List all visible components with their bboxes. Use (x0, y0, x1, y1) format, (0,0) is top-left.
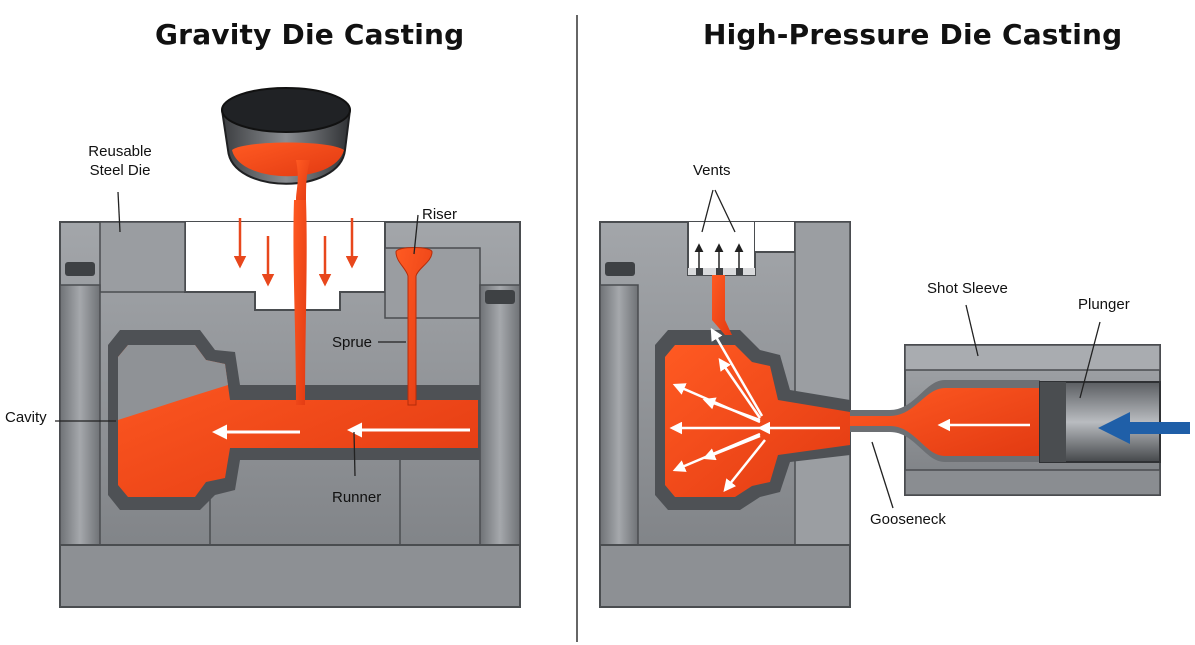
gravity-title: Gravity Die Casting (155, 18, 465, 51)
runner-label: Runner (332, 489, 382, 506)
sprue-label: Sprue (332, 334, 373, 351)
shot-sleeve-label: Shot Sleeve (927, 280, 1008, 297)
hpdc-die-assembly (599, 189, 1190, 608)
reusable-steel-die-label: Reusable Steel Die (70, 142, 170, 180)
cavity-label: Cavity (5, 409, 47, 426)
die-label-line2: Steel Die (89, 162, 151, 179)
plunger-push-arrow (1098, 412, 1190, 444)
gravity-riser (395, 247, 433, 406)
vents-label: Vents (693, 162, 731, 179)
hpdc-title: High-Pressure Die Casting (703, 18, 1123, 51)
gooseneck-label: Gooseneck (870, 511, 946, 528)
gravity-sprue (293, 200, 307, 405)
die-label-line1: Reusable (88, 143, 152, 160)
riser-label: Riser (422, 206, 458, 223)
plunger-label: Plunger (1078, 296, 1130, 313)
gravity-die-assembly (55, 87, 521, 608)
